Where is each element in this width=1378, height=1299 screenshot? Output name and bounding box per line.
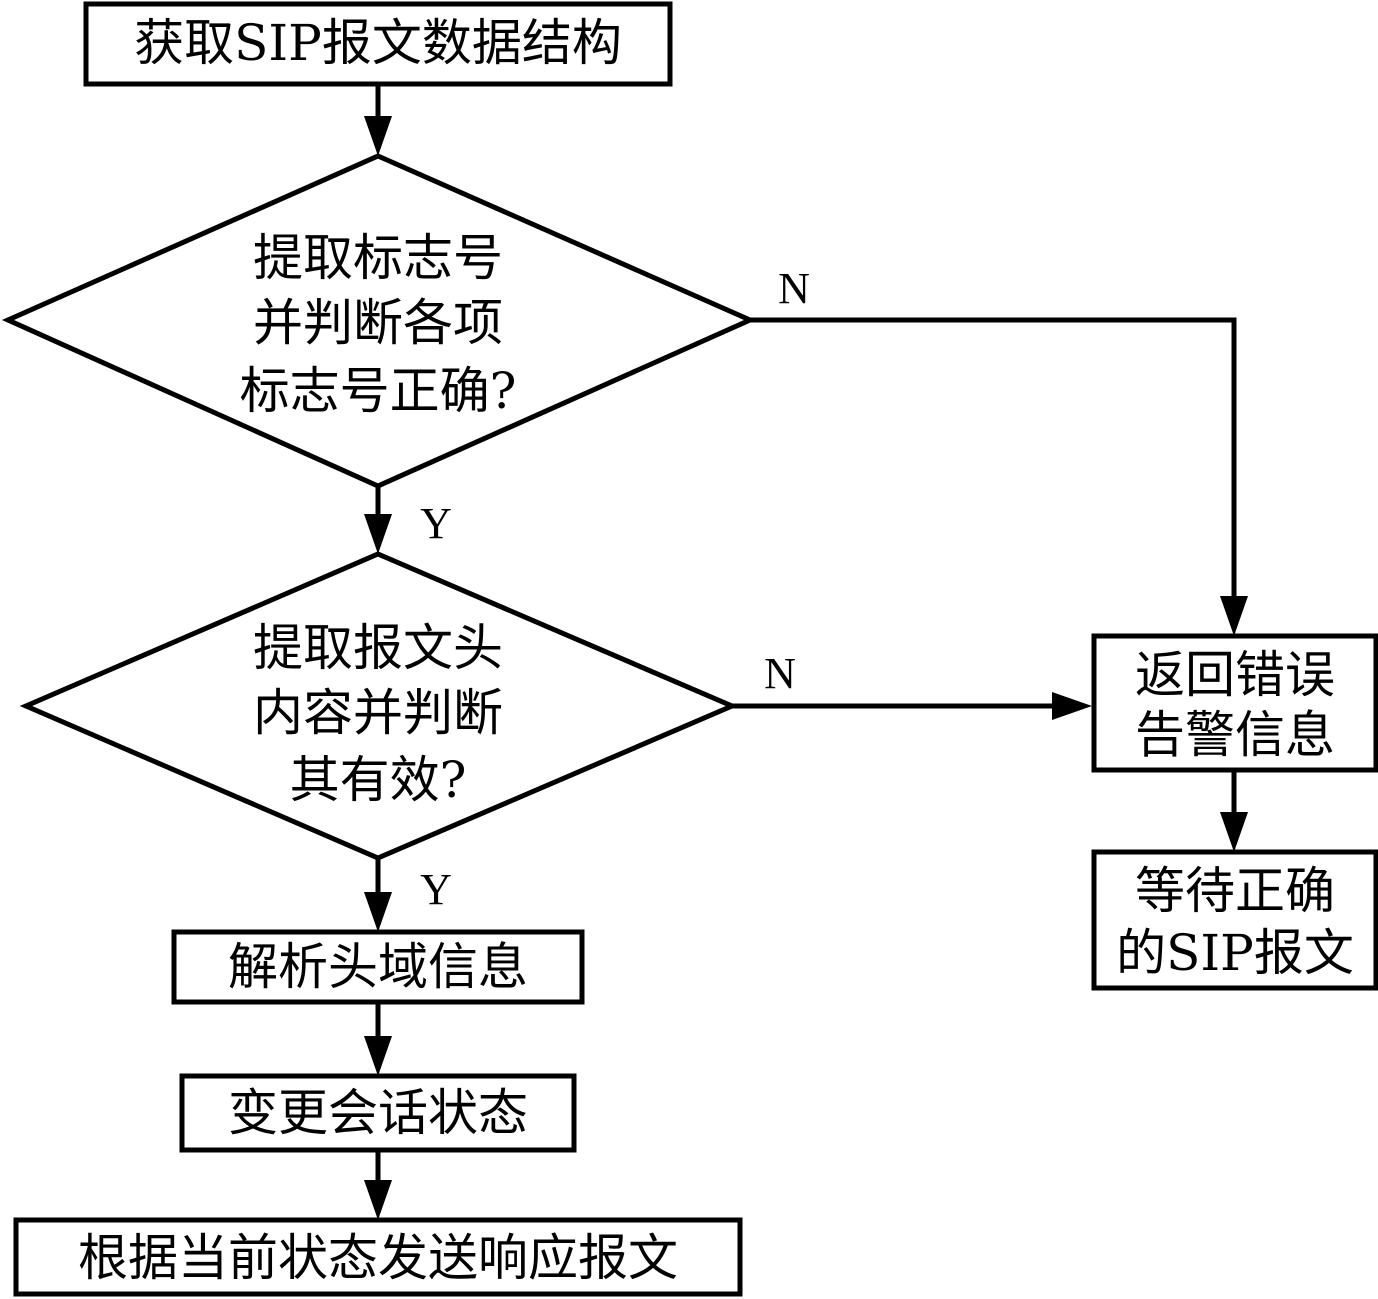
node-send-response-label: 根据当前状态发送响应报文 [78, 1229, 678, 1287]
node-return-error-line1: 返回错误 [1135, 646, 1335, 704]
label-flags-yes: Y [420, 499, 452, 548]
node-parse-header: 解析头域信息 [171, 929, 585, 1005]
node-get-sip-struct-label: 获取SIP报文数据结构 [134, 14, 622, 72]
arrow-struct-to-flags [364, 84, 392, 156]
decision-check-flags-line3: 标志号正确? [240, 362, 517, 420]
node-return-error: 返回错误 告警信息 [1091, 633, 1378, 773]
node-change-state: 变更会话状态 [179, 1073, 577, 1153]
arrow-change-to-send [364, 1150, 392, 1220]
decision-check-flags-line2: 并判断各项 [253, 294, 503, 352]
node-wait-correct-line1: 等待正确 [1135, 862, 1335, 920]
arrow-error-to-wait [1220, 770, 1248, 852]
arrow-parse-to-change [364, 1002, 392, 1076]
node-get-sip-struct: 获取SIP报文数据结构 [83, 1, 673, 87]
decision-check-header: 提取报文头 内容并判断 其有效? [19, 551, 739, 861]
node-parse-header-label: 解析头域信息 [228, 938, 528, 996]
decision-check-header-line2: 内容并判断 [253, 684, 503, 742]
decision-check-flags-line1: 提取标志号 [253, 229, 503, 287]
arrow-flags-no: N [750, 264, 1248, 636]
node-send-response: 根据当前状态发送响应报文 [13, 1217, 743, 1297]
label-flags-no: N [778, 264, 810, 313]
arrow-flags-yes: Y [364, 486, 452, 554]
node-wait-correct: 等待正确 的SIP报文 [1091, 849, 1378, 991]
decision-check-flags: 提取标志号 并判断各项 标志号正确? [1, 153, 757, 489]
arrow-header-yes: Y [364, 858, 452, 932]
node-return-error-line2: 告警信息 [1135, 706, 1335, 764]
node-change-state-label: 变更会话状态 [228, 1084, 528, 1142]
decision-check-header-line3: 其有效? [290, 751, 467, 809]
node-wait-correct-line2: 的SIP报文 [1116, 924, 1354, 982]
arrow-header-no: N [732, 649, 1092, 720]
label-header-no: N [764, 649, 796, 698]
label-header-yes: Y [420, 865, 452, 914]
decision-check-header-line1: 提取报文头 [253, 619, 503, 677]
